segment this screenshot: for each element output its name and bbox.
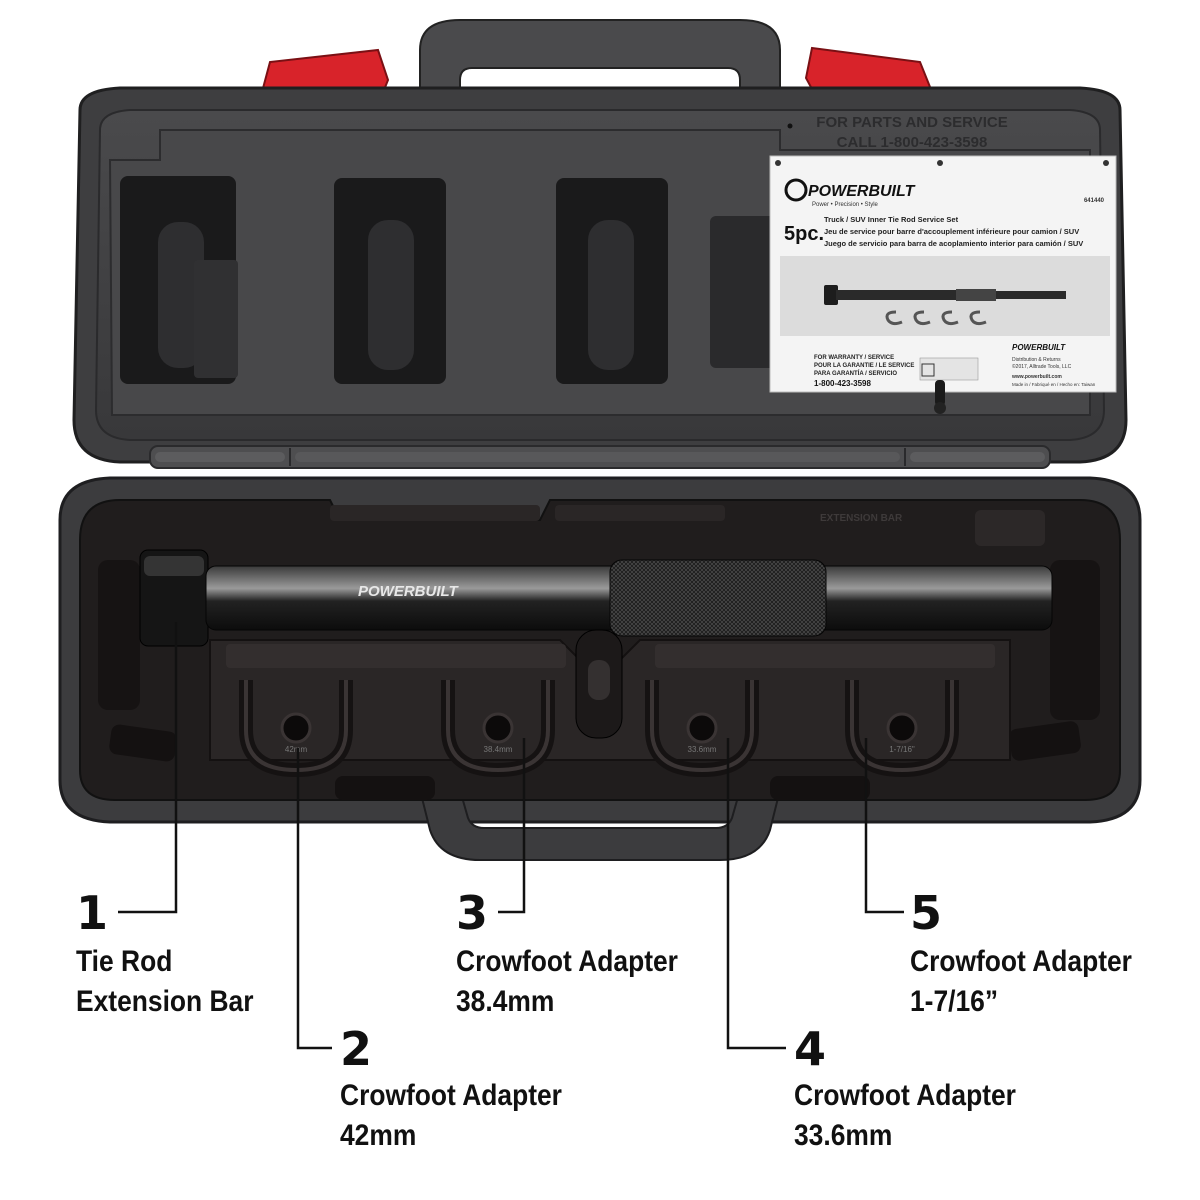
footer-line3: www.powerbuilt.com <box>1011 374 1062 380</box>
callout-4-line1: Crowfoot Adapter <box>794 1079 1016 1112</box>
adapter-mark-3: 33.6mm <box>688 745 717 754</box>
parts-service-line2: CALL 1-800-423-3598 <box>837 134 988 151</box>
callout-5-line2: 1-7/16” <box>910 985 999 1018</box>
title-es: Juego de servicio para barra de acoplami… <box>824 239 1083 248</box>
callout-1-line2: Extension Bar <box>76 985 254 1018</box>
footer-line1: Distribution & Returns <box>1012 357 1061 363</box>
tray-label: EXTENSION BAR <box>820 513 903 524</box>
callout-5-line1: Crowfoot Adapter <box>910 945 1132 978</box>
piece-count: 5pc. <box>784 223 824 245</box>
top-handle <box>419 19 781 131</box>
callout-4-line2: 33.6mm <box>794 1119 893 1152</box>
callout-3-line2: 38.4mm <box>456 985 555 1018</box>
lid-recess-4 <box>710 216 780 368</box>
product-image <box>824 285 1066 326</box>
compliance-icon <box>921 363 935 377</box>
title-fr: Jeu de service pour barre d'accouplement… <box>824 227 1079 236</box>
footer-brand: POWERBUILT <box>1012 343 1066 352</box>
callout-number-3: 3 <box>456 886 488 940</box>
compliance-block <box>919 357 979 381</box>
callout-2-line1: Crowfoot Adapter <box>340 1079 562 1112</box>
part-number: 641440 <box>1084 198 1105 204</box>
sticker-brand: POWERBUILT <box>808 183 916 200</box>
sticker-tagline: Power • Precision • Style <box>812 202 879 208</box>
case-hinge <box>149 445 1051 469</box>
warranty-line3: PARA GARANTÍA / SERVICIO <box>814 369 897 377</box>
info-sticker: POWERBUILT Power • Precision • Style 641… <box>769 155 1117 393</box>
bar-brand: POWERBUILT <box>358 583 460 600</box>
callout-label-1: Tie Rod Extension Bar <box>76 942 254 1022</box>
footer-line2: ©2017, Alltrade Tools, LLC <box>1012 363 1072 370</box>
callout-number-4: 4 <box>794 1022 826 1076</box>
callout-label-3: Crowfoot Adapter 38.4mm <box>456 942 678 1022</box>
warranty-line2: POUR LA GARANTIE / LE SERVICE <box>814 363 914 369</box>
title-en: Truck / SUV Inner Tie Rod Service Set <box>824 215 959 224</box>
crowfoot-adapter-42mm: 42mm <box>239 680 353 778</box>
warranty-line1: FOR WARRANTY / SERVICE <box>814 355 894 361</box>
callout-number-5: 5 <box>910 886 942 940</box>
lid-recess-2 <box>334 178 446 384</box>
adapter-mark-2: 38.4mm <box>484 745 513 754</box>
callout-label-4: Crowfoot Adapter 33.6mm <box>794 1076 1016 1156</box>
lid-recess-1 <box>120 176 238 384</box>
tool-case-photo: FOR PARTS AND SERVICE CALL 1-800-423-359… <box>58 19 1142 861</box>
adapter-mark-4: 1-7/16" <box>889 745 915 754</box>
lid-recess-3 <box>556 178 668 384</box>
callout-number-1: 1 <box>76 886 108 940</box>
callout-label-5: Crowfoot Adapter 1-7/16” <box>910 942 1132 1022</box>
warranty-phone: 1-800-423-3598 <box>814 379 871 388</box>
callout-2-line2: 42mm <box>340 1119 417 1152</box>
callout-1-line1: Tie Rod <box>76 945 173 978</box>
callout-3-line1: Crowfoot Adapter <box>456 945 678 978</box>
footer-line4: Made in / Fabriqué en / Hecho en: Taiwan <box>1012 382 1096 387</box>
powerbuilt-logo: POWERBUILT <box>784 178 916 202</box>
sticker-keeper <box>934 380 946 414</box>
callout-number-2: 2 <box>340 1022 372 1076</box>
extension-bar: POWERBUILT <box>139 549 1053 739</box>
adapter-mark-1: 42mm <box>285 745 308 754</box>
callout-label-2: Crowfoot Adapter 42mm <box>340 1076 562 1156</box>
parts-service-line1: FOR PARTS AND SERVICE <box>816 114 1007 131</box>
